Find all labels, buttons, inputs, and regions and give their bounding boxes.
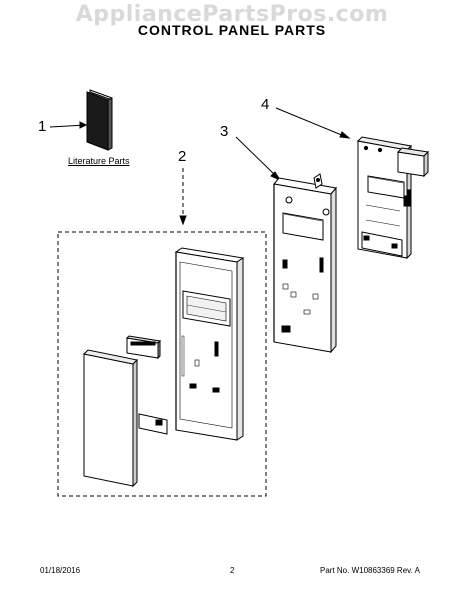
callout-4: 4 (261, 96, 270, 113)
control-panel-frame (273, 173, 337, 354)
callout-1: 1 (38, 118, 47, 135)
callout-3: 3 (220, 123, 229, 140)
literature-parts-label: Literature Parts (68, 156, 130, 166)
control-panel-front (174, 247, 245, 441)
leader-line-1 (49, 121, 88, 129)
ribbon-connector (138, 413, 168, 435)
literature-booklet (86, 89, 113, 151)
leader-line-4 (275, 107, 351, 139)
display-lens (125, 335, 162, 360)
footer-date: 01/18/2016 (40, 566, 81, 575)
callout-2: 2 (178, 148, 187, 165)
leader-line-2 (179, 168, 187, 226)
membrane-overlay (82, 349, 139, 488)
watermark: AppliancePartsPros.com (75, 2, 389, 27)
mounting-bracket (356, 136, 430, 260)
assembly-enclosure-dashed (57, 231, 267, 497)
footer-page-number: 2 (230, 566, 235, 575)
leader-line-3 (235, 136, 282, 182)
footer-part-number: Part No. W10863369 Rev. A (320, 566, 420, 575)
page-title: CONTROL PANEL PARTS (137, 22, 327, 38)
